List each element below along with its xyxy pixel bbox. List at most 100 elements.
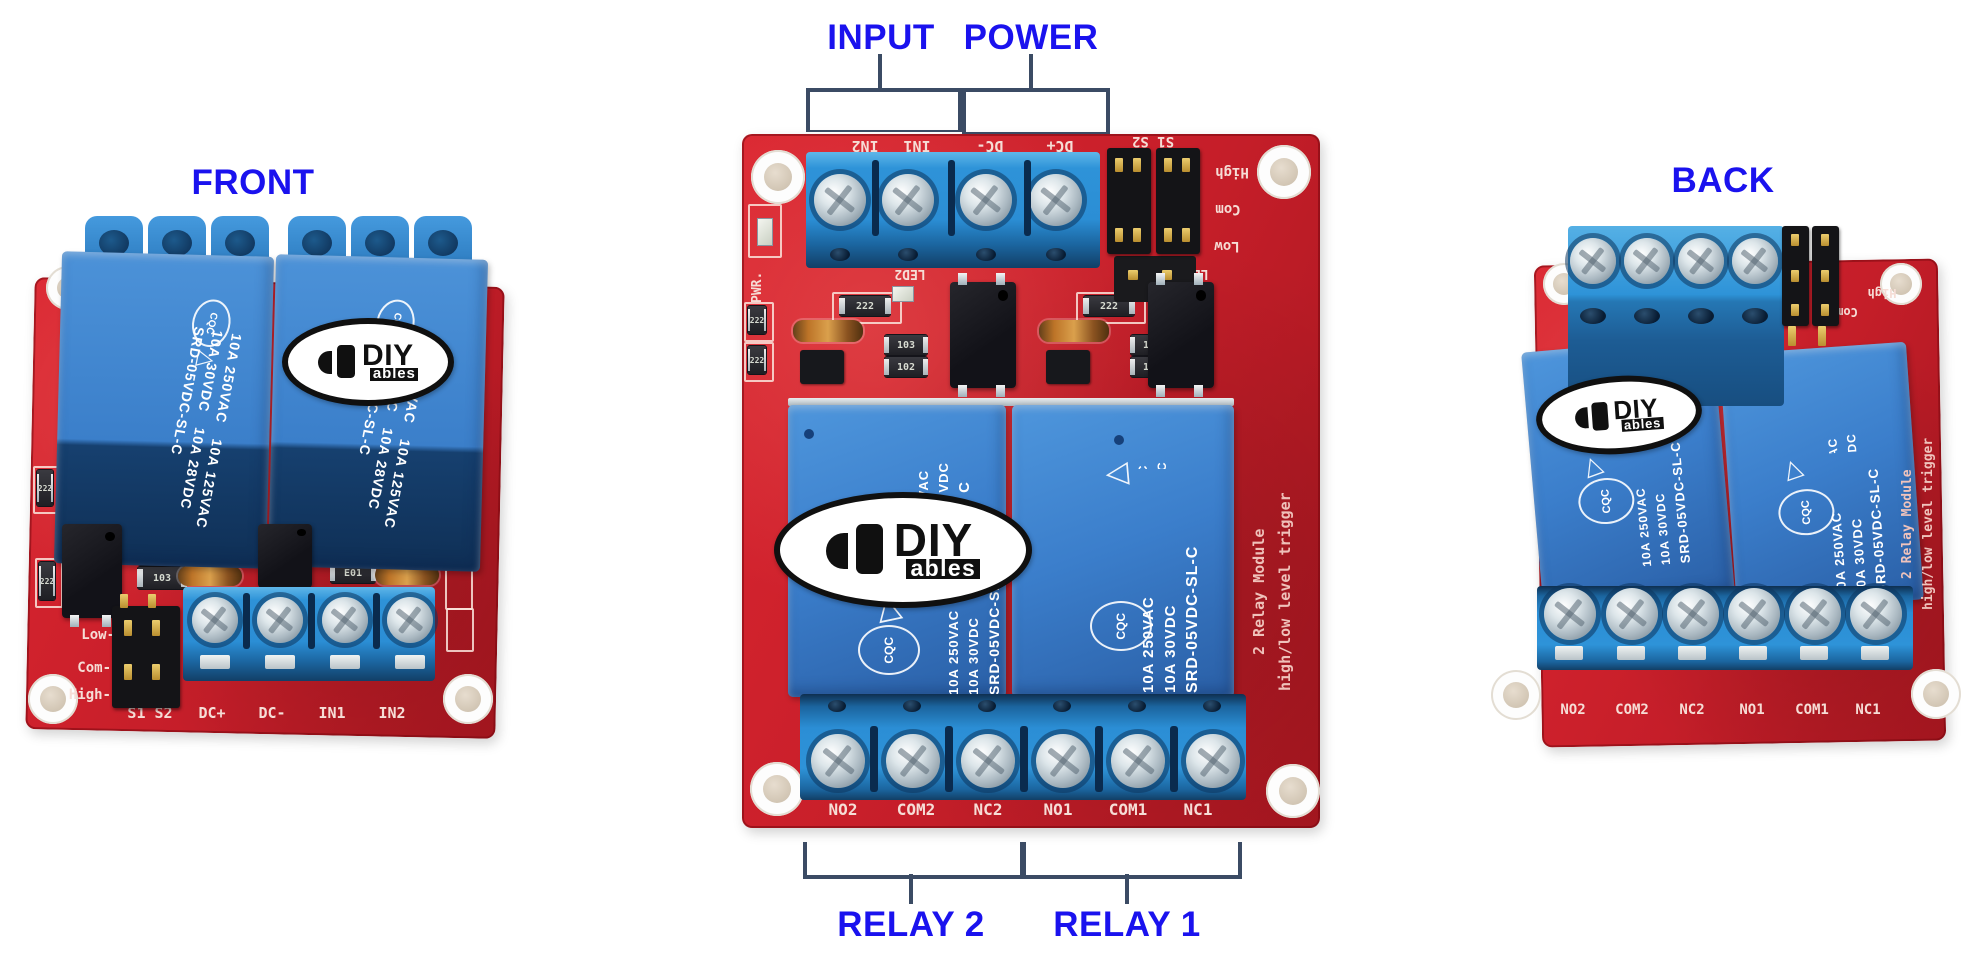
recycle-triangle-icon	[1779, 452, 1806, 484]
silk-outline-resistor	[832, 292, 902, 324]
component-leg	[1194, 273, 1203, 285]
brand-name-bottom: ables	[1621, 415, 1664, 433]
terminal-pinhole	[1046, 248, 1066, 261]
terminal-screw	[387, 597, 433, 643]
silk-pin-no1: NO1	[1739, 702, 1765, 718]
cqc-text: CQC	[203, 311, 220, 336]
input-power-terminal-block	[806, 152, 1100, 268]
terminal-screw	[811, 734, 865, 788]
silk-led2-label: LED2	[894, 266, 926, 281]
terminal-divider	[945, 726, 953, 792]
terminal-rear-hole	[365, 230, 395, 256]
terminal-screw	[257, 597, 303, 643]
terminal-divider	[948, 160, 955, 236]
cqc-text: CQC	[1599, 488, 1614, 514]
brand-name-bottom: ables	[906, 556, 981, 580]
silk-pin-dc-plus: DC+	[198, 704, 226, 722]
mounting-hole	[28, 674, 78, 724]
jumper-header-s2	[1812, 226, 1839, 326]
silk-pin-com1: COM1	[1795, 702, 1829, 718]
power-bracket-stem	[1029, 54, 1033, 90]
input-power-terminal-block	[183, 587, 435, 681]
optocoupler	[258, 524, 312, 588]
silk-trigger-low: Low	[1214, 238, 1240, 254]
relay-rating: 10A 30VDC	[1162, 604, 1179, 693]
component-leg	[102, 615, 111, 627]
silk-outline-pwr-led	[748, 204, 782, 258]
terminal-rear-hole	[302, 230, 332, 256]
transistor	[800, 350, 844, 384]
resistor: 222	[36, 470, 54, 506]
jumper-pin	[152, 620, 160, 636]
terminal-screw	[192, 597, 238, 643]
relay-marking-upper: 10A 125VAC 10A 28VDC	[1822, 384, 1884, 454]
power-bracket	[962, 88, 1110, 134]
terminal-divider	[1095, 726, 1103, 792]
relay-marking-upper: 10A 125VAC 10A 28VDC	[1136, 409, 1194, 469]
diode	[793, 320, 863, 342]
jumper-pin	[148, 594, 156, 608]
terminal-pinhole	[1128, 700, 1146, 712]
relay2-bracket	[803, 842, 1024, 879]
terminal-contact	[1739, 646, 1767, 660]
mounting-hole	[1911, 669, 1961, 719]
terminal-screw	[1544, 588, 1596, 640]
recycle-triangle-icon	[1097, 461, 1134, 487]
mounting-hole	[1257, 145, 1311, 199]
jumper-pin	[120, 594, 128, 608]
terminal-screw	[1624, 238, 1670, 284]
silk-pin-com1: COM1	[1108, 800, 1148, 819]
input-power-terminal-rear	[1568, 226, 1784, 406]
terminal-contact	[265, 655, 295, 669]
relay-output-terminal-block	[1537, 586, 1913, 670]
component-leg	[958, 385, 967, 397]
silk-trigger-com: Com	[1215, 201, 1241, 217]
relay-rating: 10A 28VDC	[1841, 385, 1863, 454]
terminal-contact	[1617, 646, 1645, 660]
jumper-pin	[1115, 158, 1123, 172]
mounting-hole	[750, 762, 804, 816]
terminal-contact	[1555, 646, 1583, 660]
relay-marking-lower: 10A 250VAC 10A 30VDC SRD-05VDC-SL-C	[1824, 447, 1906, 597]
jumper-pin	[1164, 228, 1172, 242]
silk-outline-resistor	[1076, 292, 1146, 324]
terminal-screw	[1111, 734, 1165, 788]
terminal-contact	[330, 655, 360, 669]
cqc-mark: CQC	[1576, 475, 1637, 527]
silk-pin-nc1: NC1	[1183, 800, 1213, 819]
silk-pin-nc2: NC2	[1679, 702, 1705, 718]
terminal-screw	[1667, 588, 1719, 640]
relay-2-component: 10A 250VAC10A 125VAC 10A 30VDC10A 28VDC …	[53, 251, 275, 569]
terminal-divider	[872, 160, 879, 236]
mounting-hole	[751, 150, 805, 204]
silk-pin-no2: NO2	[828, 800, 858, 819]
resistor: 222	[747, 346, 767, 374]
silk-trigger-mode: high/low level trigger	[1921, 437, 1936, 611]
terminal-pinhole	[1688, 308, 1714, 324]
relay-marking-lower: 10A 250VAC 10A 30VDC SRD-05VDC-SL-C	[1140, 471, 1228, 693]
silk-trigger-mode: high/low level trigger	[1276, 492, 1294, 692]
resistor: 103	[884, 335, 928, 355]
relay-marking-upper: 10A 125VAC 10A 28VDC SRD-05VDC-SL-C	[916, 405, 1002, 493]
jumper-pin	[1791, 304, 1799, 316]
jumper-block	[112, 606, 180, 708]
silk-pin-no1: NO1	[1043, 800, 1073, 819]
jumper-pin	[1788, 326, 1796, 346]
cqc-mark: CQC	[858, 625, 920, 675]
power-led	[757, 218, 773, 246]
jumper-pin	[1115, 228, 1123, 242]
mounting-hole	[1880, 263, 1922, 305]
terminal-screw	[322, 597, 368, 643]
silk-pin-in2: IN2	[378, 704, 406, 722]
relay-module-back-view: High Com 10A 125VAC 10A 28VDC SRD-05VDC-…	[1490, 220, 1966, 750]
terminal-pinhole	[1203, 700, 1221, 712]
silk-trigger-high: High	[1215, 164, 1249, 180]
terminal-divider	[1170, 726, 1178, 792]
terminal-screw	[960, 174, 1012, 226]
terminal-rear-hole	[225, 230, 255, 256]
terminal-pinhole	[1634, 308, 1660, 324]
jumper-pin	[124, 620, 132, 636]
diode	[178, 566, 242, 586]
cqc-mark: CQC	[1090, 601, 1152, 651]
